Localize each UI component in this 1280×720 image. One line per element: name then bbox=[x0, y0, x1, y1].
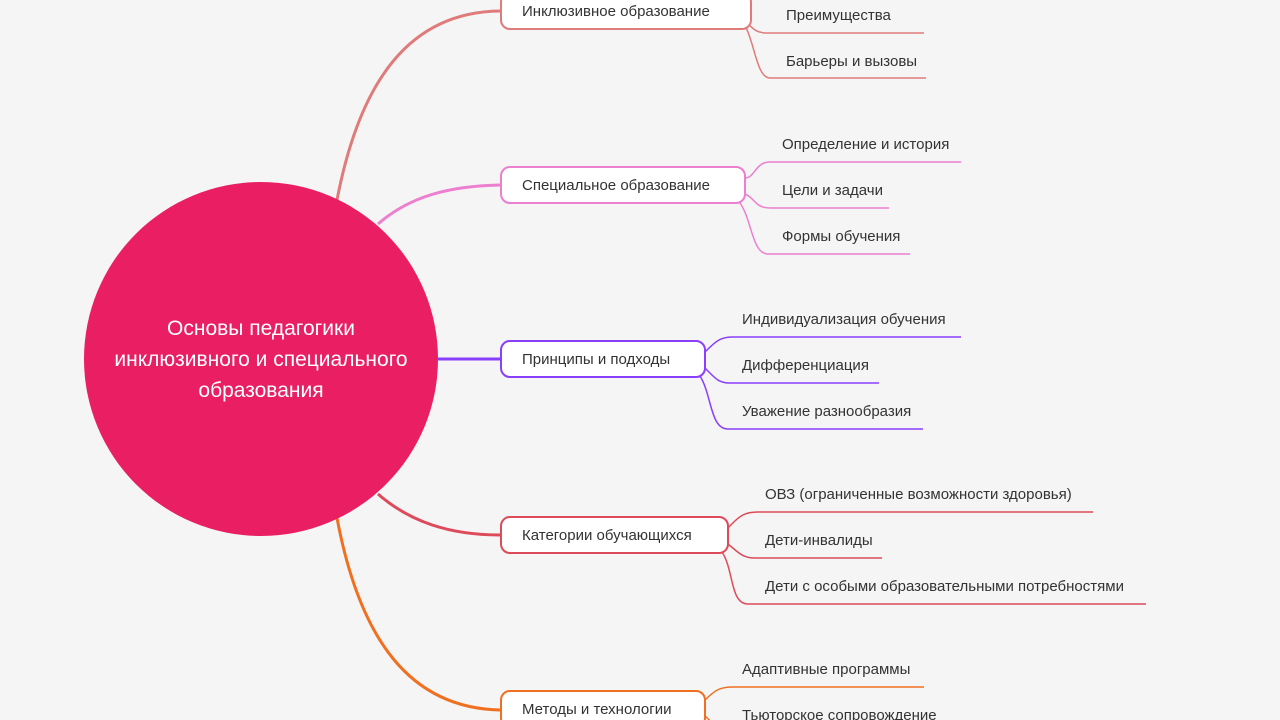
branch-label: Принципы и подходы bbox=[522, 350, 671, 368]
branch-principles-approaches[interactable]: Принципы и подходы bbox=[500, 340, 706, 378]
connector-branch-2-leaf-2 bbox=[744, 193, 889, 209]
branch-methods-technologies[interactable]: Методы и технологии bbox=[500, 690, 706, 720]
central-topic[interactable]: Основы педагогики инклюзивного и специал… bbox=[84, 182, 438, 536]
central-topic-line-2: инклюзивного и специального bbox=[114, 347, 408, 371]
branch-label: Категории обучающихся bbox=[522, 526, 692, 544]
connector-branch-4-leaf-1 bbox=[727, 511, 1093, 529]
connector-branch-5-leaf-2 bbox=[704, 715, 711, 720]
leaf-individualization[interactable]: Индивидуализация обучения bbox=[742, 311, 946, 328]
connector-branch-3-leaf-1 bbox=[704, 336, 961, 353]
connector-branch-5-leaf-1 bbox=[704, 686, 924, 701]
leaf-differentiation[interactable]: Дифференциация bbox=[742, 357, 869, 374]
branch-label: Инклюзивное образование bbox=[522, 2, 710, 20]
leaf-tutor-support[interactable]: Тьюторское сопровождение bbox=[742, 707, 937, 720]
connector-center-branch-4 bbox=[377, 492, 501, 537]
connector-center-branch-2 bbox=[377, 183, 501, 226]
connector-center-branch-5 bbox=[335, 517, 501, 712]
connector-branch-3-leaf-3 bbox=[699, 375, 923, 430]
branch-label: Специальное образование bbox=[522, 176, 710, 194]
central-topic-line-1: Основы педагогики bbox=[167, 316, 355, 340]
leaf-forms-of-learning[interactable]: Формы обучения bbox=[782, 228, 901, 245]
connector-branch-4-leaf-2 bbox=[727, 543, 882, 559]
leaf-respect-diversity[interactable]: Уважение разнообразия bbox=[742, 403, 912, 420]
connector-branch-2-leaf-3 bbox=[739, 202, 910, 255]
branch-label: Методы и технологии bbox=[522, 700, 672, 718]
connector-center-branch-1 bbox=[335, 9, 501, 201]
leaf-disabled-children[interactable]: Дети-инвалиды bbox=[765, 532, 873, 549]
leaf-advantages[interactable]: Преимущества bbox=[786, 7, 891, 24]
connector-branch-3-leaf-2 bbox=[704, 367, 879, 384]
leaf-definition-history[interactable]: Определение и история bbox=[782, 136, 950, 153]
branch-learner-categories[interactable]: Категории обучающихся bbox=[500, 516, 729, 554]
connector-branch-4-leaf-3 bbox=[721, 551, 1146, 605]
branch-special-education[interactable]: Специальное образование bbox=[500, 166, 746, 204]
leaf-adaptive-programs[interactable]: Адаптивные программы bbox=[742, 661, 911, 678]
connector-branch-2-leaf-1 bbox=[744, 161, 961, 179]
central-topic-line-3: образования bbox=[198, 378, 324, 402]
leaf-ovz[interactable]: ОВЗ (ограниченные возможности здоровья) bbox=[765, 486, 1072, 503]
leaf-goals-tasks[interactable]: Цели и задачи bbox=[782, 182, 883, 199]
branch-inclusive-education[interactable]: Инклюзивное образование bbox=[500, 0, 752, 30]
leaf-special-needs-children[interactable]: Дети с особыми образовательными потребно… bbox=[765, 578, 1124, 595]
leaf-barriers-challenges[interactable]: Барьеры и вызовы bbox=[786, 53, 918, 70]
